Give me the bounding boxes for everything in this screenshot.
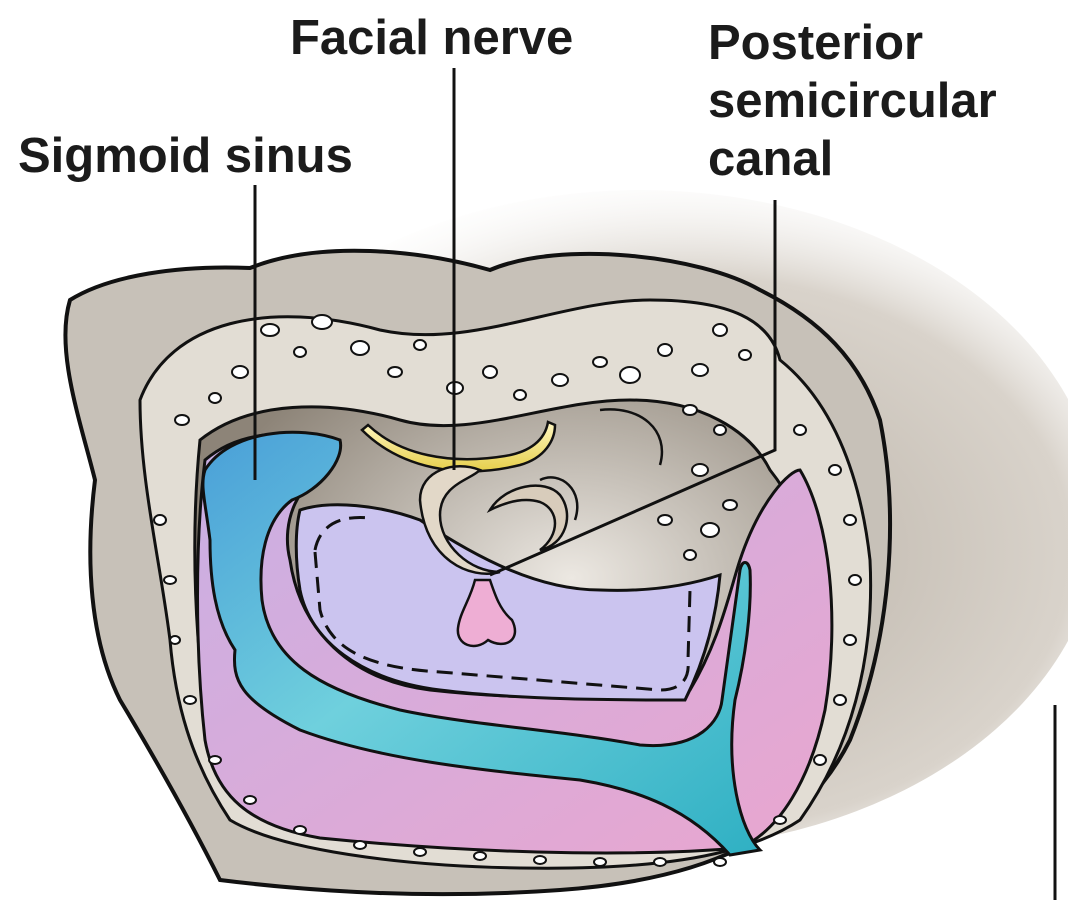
label-facial-nerve: Facial nerve bbox=[290, 14, 573, 63]
label-psc-line-1: Posterior bbox=[708, 14, 997, 72]
label-psc-line-3: canal bbox=[708, 130, 997, 188]
label-sigmoid-sinus: Sigmoid sinus bbox=[18, 132, 353, 181]
label-psc-line-2: semicircular bbox=[708, 72, 997, 130]
label-posterior-semicircular-canal: Posterior semicircular canal bbox=[708, 14, 997, 188]
